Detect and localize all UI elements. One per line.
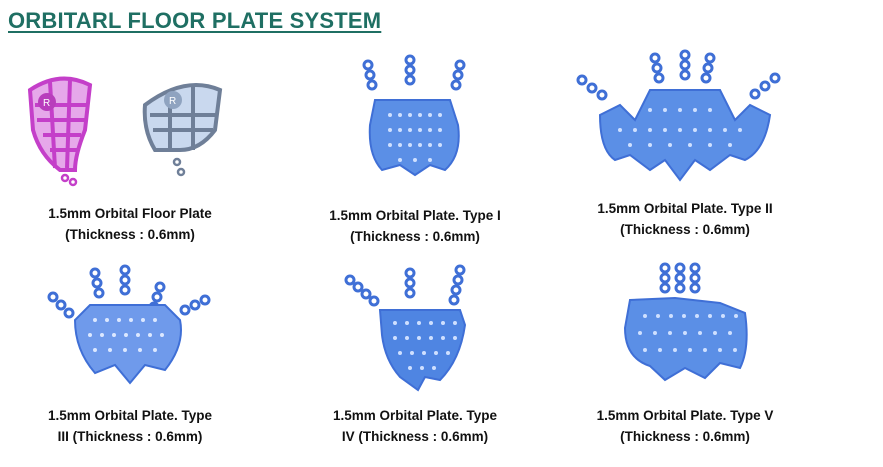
- caption: 1.5mm Orbital Floor Plate (Thickness : 0…: [15, 203, 245, 245]
- caption-line-1: 1.5mm Orbital Plate. Type: [332, 408, 498, 423]
- caption-line-2: IV (Thickness : 0.6mm): [341, 429, 489, 444]
- caption-line-2: (Thickness : 0.6mm): [65, 227, 195, 242]
- orbital-floor-plate-image: R R: [27, 76, 223, 187]
- product-orbital-plate-type-5: 1.5mm Orbital Plate. Type V (Thickness :…: [570, 258, 800, 453]
- caption: 1.5mm Orbital Plate. Type III (Thickness…: [15, 405, 245, 447]
- orbital-plate-type-1-image: [362, 54, 466, 177]
- orbital-plate-type-5-image: [623, 262, 748, 382]
- caption-line-2: III (Thickness : 0.6mm): [57, 429, 203, 444]
- svg-text:R: R: [169, 96, 176, 107]
- orbital-plate-type-2-image: [576, 49, 781, 182]
- caption-line-1: 1.5mm Orbital Plate. Type I: [329, 208, 501, 223]
- product-orbital-plate-type-1: 1.5mm Orbital Plate. Type I (Thickness :…: [300, 54, 530, 247]
- caption-line-2: (Thickness : 0.6mm): [620, 429, 750, 444]
- caption: 1.5mm Orbital Plate. Type IV (Thickness …: [300, 405, 530, 447]
- orbital-plate-type-4-image: [344, 264, 467, 392]
- product-orbital-floor-plate: R R 1.5mm Orbital Floor Plate (Thickness…: [15, 70, 245, 245]
- orbital-plate-type-3-image: [47, 264, 211, 385]
- caption-line-1: 1.5mm Orbital Plate. Type II: [597, 201, 773, 216]
- page-title: ORBITARL FLOOR PLATE SYSTEM: [8, 8, 382, 33]
- caption: 1.5mm Orbital Plate. Type V (Thickness :…: [570, 405, 800, 447]
- product-orbital-plate-type-2: 1.5mm Orbital Plate. Type II (Thickness …: [570, 49, 800, 240]
- caption-line-2: (Thickness : 0.6mm): [350, 229, 480, 244]
- caption: 1.5mm Orbital Plate. Type II (Thickness …: [570, 198, 800, 240]
- caption-line-2: (Thickness : 0.6mm): [620, 222, 750, 237]
- caption-line-1: 1.5mm Orbital Plate. Type: [47, 408, 213, 423]
- caption: 1.5mm Orbital Plate. Type I (Thickness :…: [300, 205, 530, 247]
- caption-line-1: 1.5mm Orbital Floor Plate: [48, 206, 212, 221]
- product-orbital-plate-type-4: 1.5mm Orbital Plate. Type IV (Thickness …: [300, 264, 530, 450]
- product-orbital-plate-type-3: 1.5mm Orbital Plate. Type III (Thickness…: [15, 264, 245, 450]
- svg-text:R: R: [43, 98, 50, 109]
- caption-line-1: 1.5mm Orbital Plate. Type V: [596, 408, 774, 423]
